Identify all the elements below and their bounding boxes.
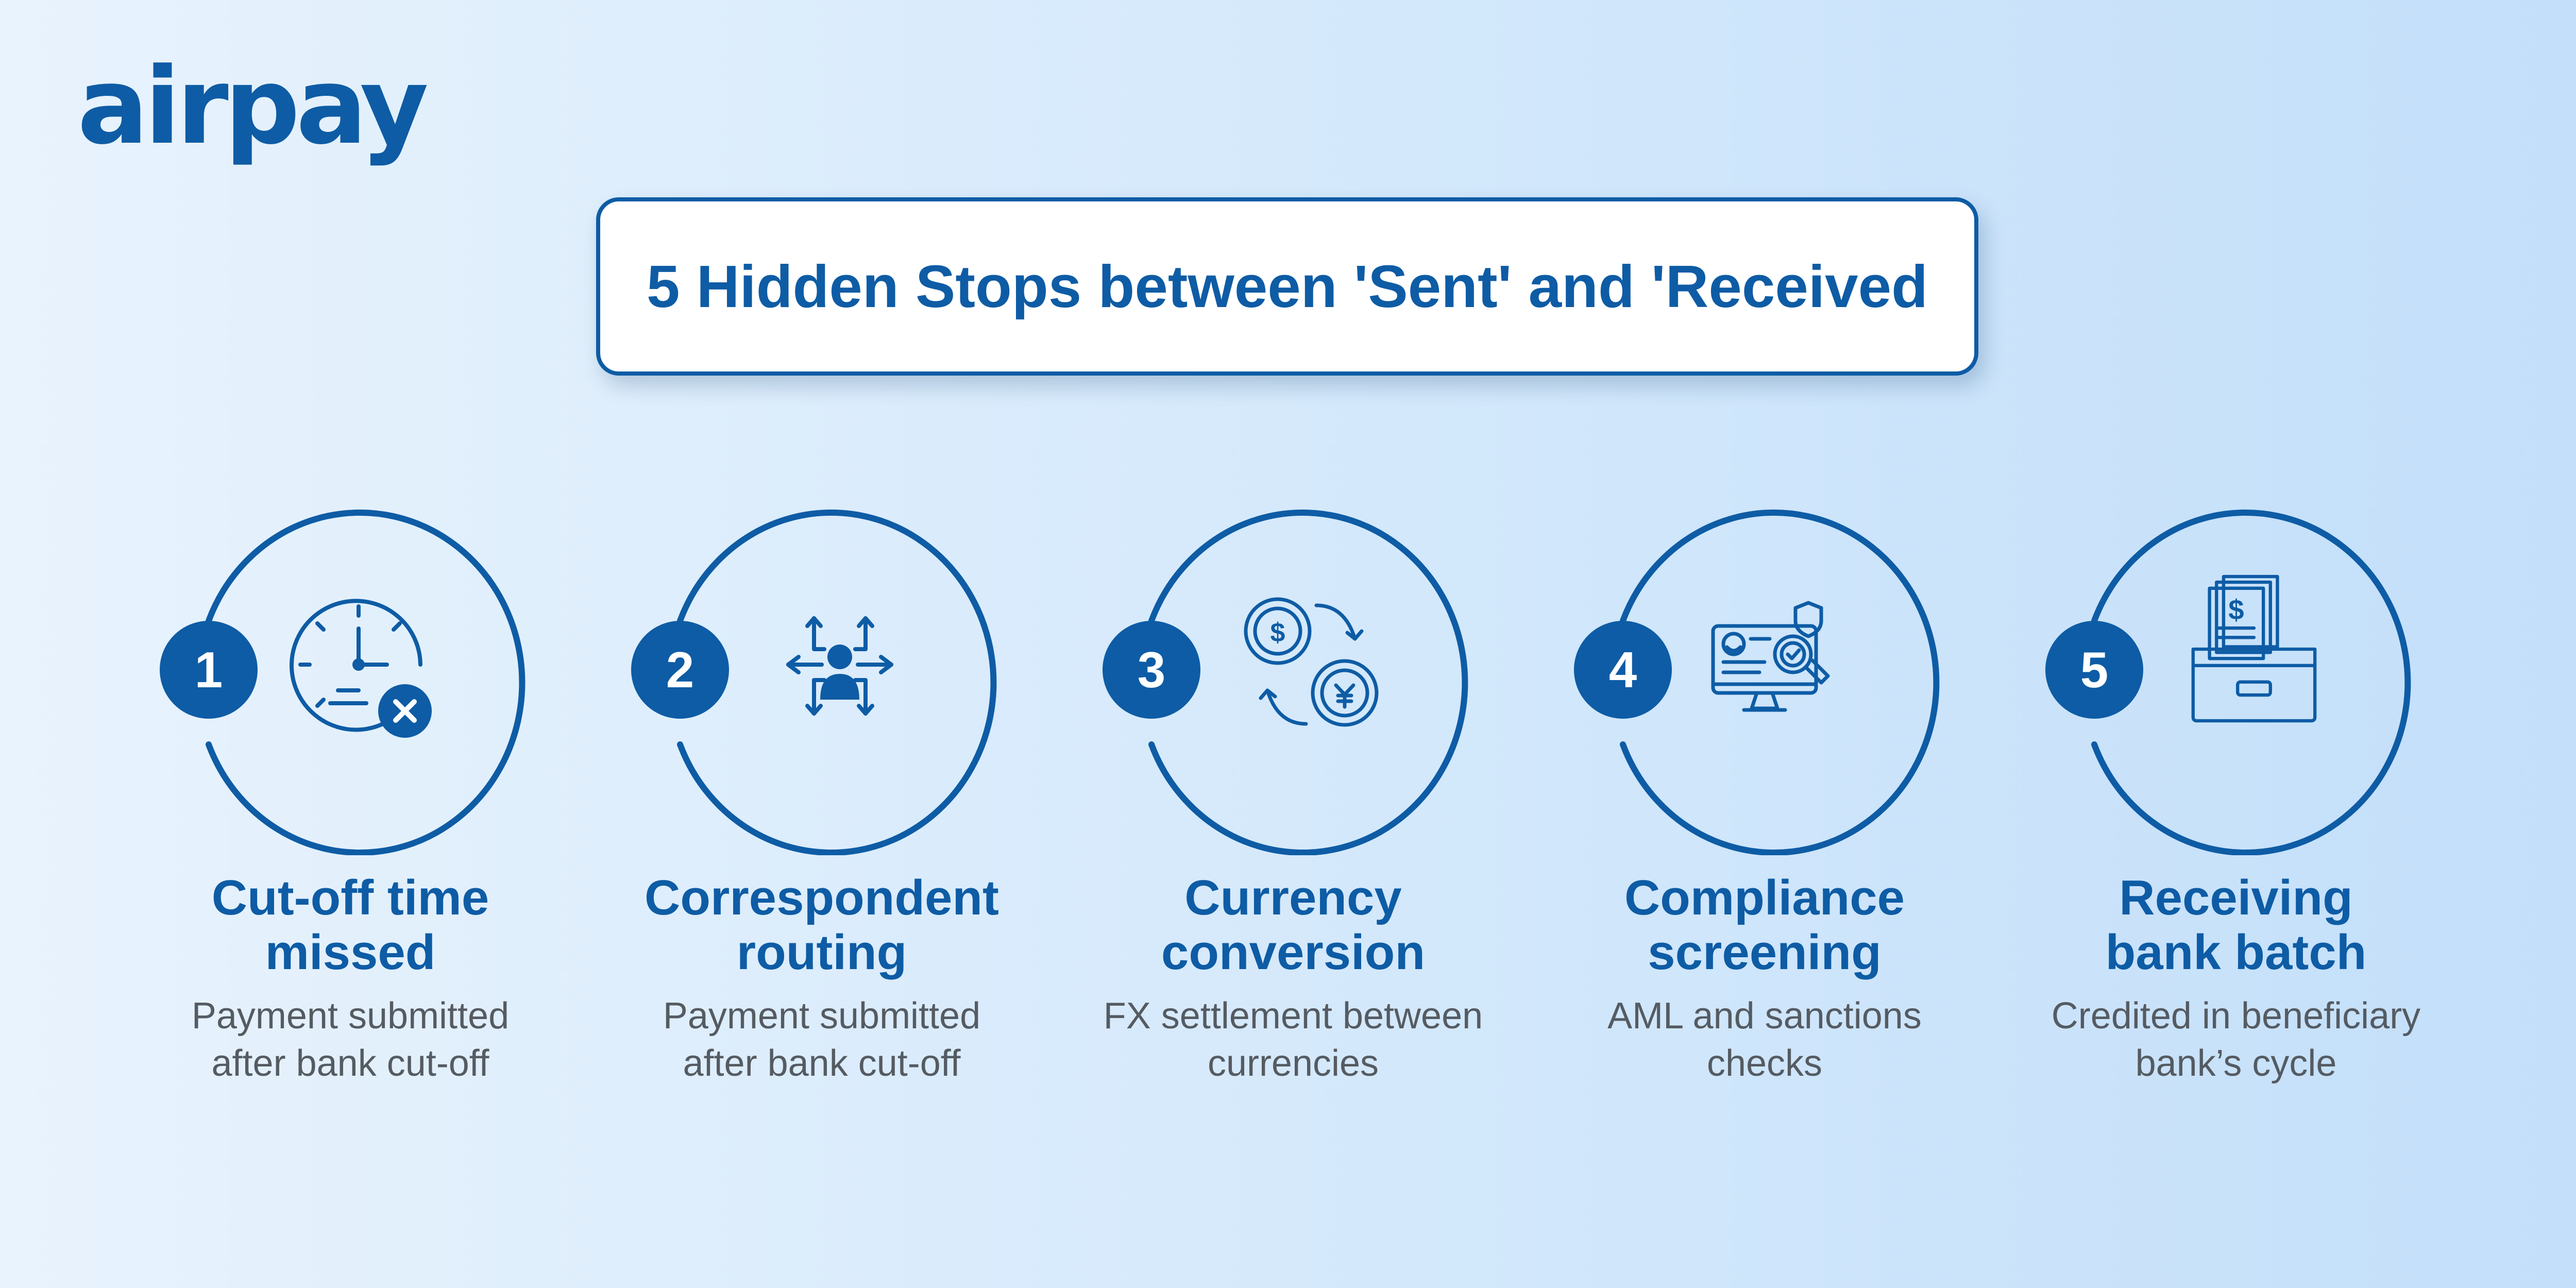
step-title: Compliance screening xyxy=(1624,870,1905,980)
step-description: FX settlement between currencies xyxy=(1103,995,1483,1084)
title-box: 5 Hidden Stops between 'Sent' and 'Recei… xyxy=(596,197,1978,376)
step-ring xyxy=(1620,510,1940,855)
clock-cancel-icon xyxy=(290,599,432,738)
step-5 xyxy=(2030,484,2442,1103)
step-ring xyxy=(206,510,526,855)
bank-batch-icon: $ xyxy=(2191,574,2317,723)
step-number-badge: 3 xyxy=(1103,621,1200,719)
step-description: Payment submitted after bank cut-off xyxy=(663,995,981,1084)
step-1 xyxy=(144,484,556,1103)
step-2 xyxy=(616,484,1028,1103)
step-4 xyxy=(1558,484,1971,1103)
page-title: 5 Hidden Stops between 'Sent' and 'Recei… xyxy=(646,253,1928,320)
step-title: Receiving bank batch xyxy=(2105,870,2367,980)
step-ring xyxy=(1148,510,1468,855)
airpay-logo: airpay xyxy=(77,45,429,168)
step-title: Currency conversion xyxy=(1161,870,1426,980)
svg-text:$: $ xyxy=(1270,618,1285,648)
step-number-badge: 5 xyxy=(2045,621,2143,719)
step-description: Payment submitted after bank cut-off xyxy=(191,995,510,1084)
currency-exchange-icon: $ xyxy=(1244,597,1379,727)
compliance-monitor-icon xyxy=(1711,601,1830,712)
step-description: Credited in beneficiary bank’s cycle xyxy=(2051,995,2421,1084)
step-title: Cut-off time missed xyxy=(211,870,489,980)
step-number-badge: 2 xyxy=(631,621,729,719)
step-3 xyxy=(1087,484,1499,1103)
step-ring xyxy=(2091,510,2411,855)
routing-person-icon xyxy=(786,616,893,716)
step-ring xyxy=(677,510,997,855)
step-description: AML and sanctions checks xyxy=(1607,995,1922,1084)
step-number-badge: 1 xyxy=(160,621,258,719)
svg-text:$: $ xyxy=(2228,595,2244,626)
step-number-badge: 4 xyxy=(1574,621,1672,719)
step-title: Correspondent routing xyxy=(644,870,999,980)
